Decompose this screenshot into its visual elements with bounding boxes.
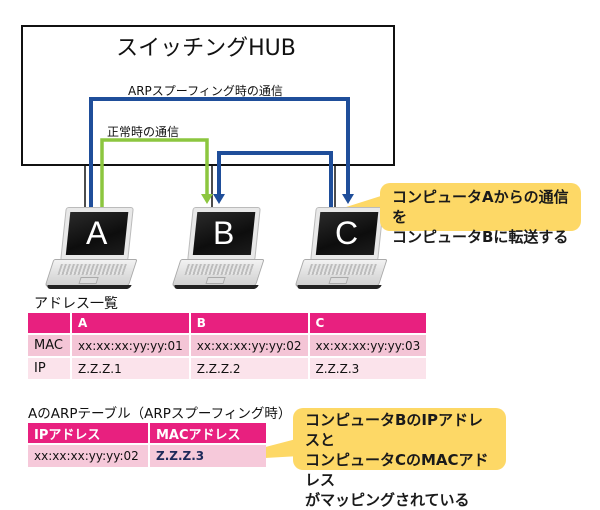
computer-b-label: B bbox=[213, 215, 235, 251]
arp-spoofing-flow-inner bbox=[217, 151, 333, 210]
cables bbox=[84, 164, 336, 208]
computer-b: B bbox=[170, 207, 270, 297]
ip-b: Z.Z.Z.2 bbox=[190, 358, 308, 379]
row-label-ip: IP bbox=[28, 358, 70, 379]
callout-forward-line1: コンピュータAからの通信を bbox=[392, 188, 569, 226]
arp-table-header: IPアドレス MACアドレス bbox=[28, 423, 266, 443]
laptop-screen: C bbox=[310, 207, 384, 261]
laptop-keyboard-icon bbox=[171, 259, 265, 287]
arp-table-title: AのARPテーブル（ARPスプーフィング時） bbox=[28, 406, 292, 422]
header-ip-address: IPアドレス bbox=[28, 423, 148, 443]
ip-a: Z.Z.Z.1 bbox=[72, 358, 189, 379]
arp-entry-value-2: Z.Z.Z.3 bbox=[150, 445, 266, 467]
hub-title: スイッチングHUB bbox=[116, 36, 296, 61]
arp-table: IPアドレス MACアドレス xx:xx:xx:yy:yy:02 Z.Z.Z.3 bbox=[26, 421, 268, 469]
arrow-head-to-b-blue bbox=[213, 194, 225, 204]
computer-a-label: A bbox=[86, 215, 108, 251]
table-row-ip: IP Z.Z.Z.1 Z.Z.Z.2 Z.Z.Z.3 bbox=[28, 358, 427, 379]
mac-b: xx:xx:xx:yy:yy:02 bbox=[190, 335, 308, 356]
normal-flow-label: 正常時の通信 bbox=[107, 125, 180, 139]
laptop-keyboard-icon bbox=[294, 259, 388, 287]
computer-c: C bbox=[293, 207, 393, 297]
header-cell-b: B bbox=[190, 313, 308, 333]
table-row: xx:xx:xx:yy:yy:02 Z.Z.Z.3 bbox=[28, 445, 266, 467]
computer-a: A bbox=[43, 207, 143, 297]
header-mac-address: MACアドレス bbox=[150, 423, 266, 443]
normal-flow bbox=[100, 138, 209, 210]
header-cell-a: A bbox=[72, 313, 189, 333]
callout-mapping-line2: コンピュータCのMACアドレス bbox=[305, 451, 489, 489]
table-row-mac: MAC xx:xx:xx:yy:yy:01 xx:xx:xx:yy:yy:02 … bbox=[28, 335, 427, 356]
arrow-head-to-c bbox=[342, 194, 354, 204]
arp-spoofing-flow-label: ARPスプーフィング時の通信 bbox=[128, 84, 283, 98]
row-label-mac: MAC bbox=[28, 335, 70, 356]
laptop-screen: B bbox=[187, 207, 261, 261]
address-table: A B C MAC xx:xx:xx:yy:yy:01 xx:xx:xx:yy:… bbox=[26, 311, 428, 381]
header-cell-c: C bbox=[309, 313, 427, 333]
address-table-title: アドレス一覧 bbox=[34, 296, 118, 312]
mac-c: xx:xx:xx:yy:yy:03 bbox=[309, 335, 427, 356]
ip-c: Z.Z.Z.3 bbox=[309, 358, 427, 379]
computer-c-label: C bbox=[335, 215, 359, 251]
header-cell-empty bbox=[28, 313, 70, 333]
mac-a: xx:xx:xx:yy:yy:01 bbox=[72, 335, 189, 356]
arrow-head-to-b-green bbox=[201, 194, 213, 204]
callout-forward-line2: コンピュータBに転送する bbox=[392, 228, 569, 246]
address-table-header: A B C bbox=[28, 313, 427, 333]
laptop-keyboard-icon bbox=[44, 259, 138, 287]
callout-mapping-line1: コンピュータBのIPアドレスと bbox=[305, 411, 484, 449]
arp-spoofing-flow-outer bbox=[89, 97, 350, 210]
laptop-screen: A bbox=[60, 207, 134, 261]
arp-entry-value-1: xx:xx:xx:yy:yy:02 bbox=[28, 445, 148, 467]
callout-mapping: コンピュータBのIPアドレスと コンピュータCのMACアドレス がマッピングされ… bbox=[293, 408, 506, 509]
callout-mapping-line3: がマッピングされている bbox=[305, 491, 470, 509]
callout-forward: コンピュータAからの通信を コンピュータBに転送する bbox=[380, 183, 581, 246]
